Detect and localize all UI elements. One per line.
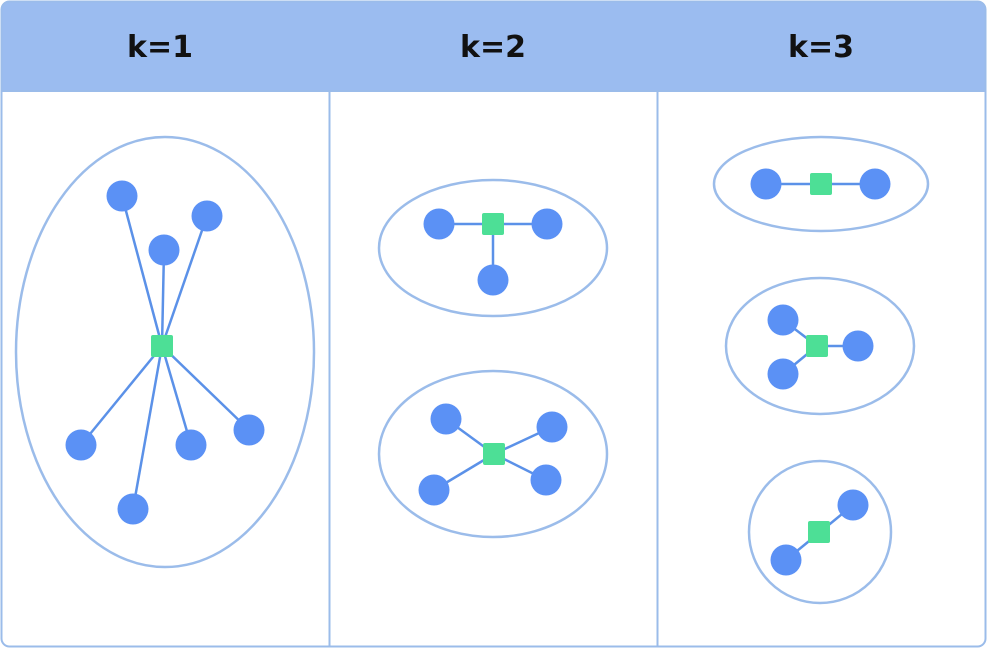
node <box>106 180 138 212</box>
node <box>530 464 562 496</box>
column-title-k3: k=3 <box>788 30 854 65</box>
node <box>175 429 207 461</box>
node <box>418 474 450 506</box>
cluster-nodes <box>770 489 869 576</box>
cluster-k1-1 <box>14 135 316 569</box>
node <box>191 200 223 232</box>
node <box>750 168 782 200</box>
node <box>767 358 799 390</box>
column-title-k2: k=2 <box>460 30 526 65</box>
cluster-k2-1 <box>377 178 609 318</box>
node <box>148 234 180 266</box>
cluster-k3-2 <box>724 276 916 416</box>
node <box>531 208 563 240</box>
node <box>477 264 509 296</box>
node <box>842 330 874 362</box>
node <box>423 208 455 240</box>
center-node <box>151 335 173 357</box>
cluster-k2-2 <box>377 369 609 539</box>
cluster-boundary <box>747 459 893 605</box>
cluster-k3-3 <box>747 459 893 605</box>
center-node <box>482 213 504 235</box>
cluster-nodes <box>767 304 874 390</box>
header-bar <box>1 1 986 91</box>
column-title-k1: k=1 <box>127 30 193 65</box>
cluster-edges <box>80 195 250 510</box>
node <box>430 403 462 435</box>
cluster-nodes <box>418 403 568 506</box>
center-node <box>806 335 828 357</box>
node <box>837 489 869 521</box>
center-node <box>808 521 830 543</box>
cluster-nodes <box>750 168 891 200</box>
cluster-nodes <box>65 180 265 525</box>
node <box>536 411 568 443</box>
cluster-boundary <box>14 135 316 569</box>
node <box>859 168 891 200</box>
cluster-boundary <box>377 369 609 539</box>
cluster-boundary <box>724 276 916 416</box>
node <box>767 304 799 336</box>
cluster-k3-1 <box>712 135 930 233</box>
center-node <box>810 173 832 195</box>
node <box>117 493 149 525</box>
cluster-boundary <box>377 178 609 318</box>
center-node <box>483 443 505 465</box>
cluster-nodes <box>423 208 563 296</box>
node <box>65 429 97 461</box>
cluster-boundary <box>712 135 930 233</box>
node <box>770 544 802 576</box>
node <box>233 414 265 446</box>
